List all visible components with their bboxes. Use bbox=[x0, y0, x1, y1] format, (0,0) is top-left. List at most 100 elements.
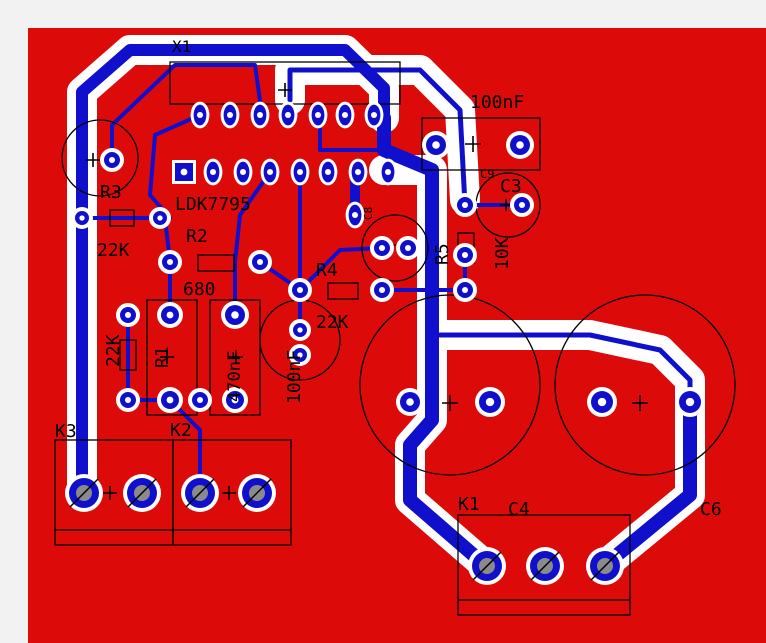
r1-label: R1 bbox=[152, 346, 173, 368]
u1-pad-7 bbox=[348, 158, 368, 186]
c4-label: C4 bbox=[508, 499, 530, 520]
x1-pad-7 bbox=[364, 101, 384, 129]
u1-label: LDK7795 bbox=[175, 194, 251, 215]
c5-value-label: 470nF bbox=[225, 351, 245, 402]
r5-pad-2 bbox=[453, 278, 477, 302]
k2-terminal-2 bbox=[238, 474, 276, 512]
r5-value-label: 10K bbox=[492, 237, 513, 270]
c4-pad-1 bbox=[396, 388, 424, 416]
c6-label: C6 bbox=[700, 499, 722, 520]
c3-pad-2 bbox=[510, 193, 534, 217]
c-100nf-label: 100nF bbox=[284, 350, 305, 404]
c-left-pad-1 bbox=[100, 148, 124, 172]
r1-body bbox=[119, 339, 137, 371]
c5-pad-2 bbox=[222, 387, 248, 413]
trace-r4-c8 bbox=[298, 246, 384, 292]
r5-pad-1 bbox=[453, 243, 477, 267]
trace-k3-to-x1 bbox=[76, 44, 390, 499]
trace-u1-c5 bbox=[233, 170, 272, 317]
r3-pad-1 bbox=[71, 207, 93, 229]
r1-pad-2 bbox=[116, 388, 140, 412]
c4-pad-2 bbox=[475, 387, 505, 417]
r1-plus-mark bbox=[160, 350, 174, 364]
c6-pad-1 bbox=[587, 387, 617, 417]
r4-value-label: 22K bbox=[316, 312, 349, 333]
c9-label: C9 bbox=[480, 167, 494, 181]
c6-outline bbox=[554, 294, 736, 476]
r4-pad-1 bbox=[288, 278, 312, 302]
c-left-outline bbox=[61, 119, 139, 197]
r3-value-label: 22K bbox=[97, 240, 130, 261]
c8-label: C8 bbox=[362, 207, 375, 220]
k3-terminal-2 bbox=[123, 474, 161, 512]
k1-label: K1 bbox=[458, 494, 480, 515]
r1-top-pad bbox=[157, 302, 183, 328]
c3-label: C3 bbox=[500, 176, 522, 197]
trace-gnd-loop bbox=[437, 332, 693, 403]
r2-body bbox=[197, 254, 235, 272]
k2-terminal-1 bbox=[181, 474, 219, 512]
r4-pad-2 bbox=[370, 278, 394, 302]
silkscreen-labels: X1 100nF C9 C3 C8 R3 22K LDK7795 R2 680 … bbox=[55, 37, 722, 520]
u1-pad-2 bbox=[203, 158, 223, 186]
c9-value-label: 100nF bbox=[470, 92, 524, 113]
x1-pad-3 bbox=[250, 101, 270, 129]
r2-pad-2 bbox=[248, 250, 272, 274]
c5-pad-3 bbox=[188, 388, 212, 412]
c9-pad-1 bbox=[422, 131, 450, 159]
r1-pad-1 bbox=[116, 303, 140, 327]
trace-x1-u1 bbox=[148, 113, 202, 220]
trace-x1-top bbox=[287, 67, 468, 208]
r4-body bbox=[327, 282, 359, 300]
x1-pad-5 bbox=[308, 101, 328, 129]
k1-terminal-2 bbox=[526, 547, 564, 585]
u1-pad-1 bbox=[172, 160, 196, 184]
k1-terminal-3 bbox=[586, 547, 624, 585]
x1-pad-1 bbox=[190, 101, 210, 129]
r1-bottom-pad bbox=[157, 387, 183, 413]
r3-body bbox=[109, 209, 135, 227]
trace-r3 bbox=[110, 63, 264, 162]
r2-label: R2 bbox=[186, 226, 208, 247]
u1-pad-4 bbox=[260, 158, 280, 186]
k3-clamp-mark bbox=[103, 486, 117, 500]
c5-outline bbox=[209, 299, 261, 416]
r4-label: R4 bbox=[316, 260, 338, 281]
trace-c6-to-k1 bbox=[598, 393, 697, 572]
r1-value-label: 22K bbox=[103, 334, 124, 367]
r3-pad-2 bbox=[149, 207, 171, 229]
x1-pad-4 bbox=[278, 101, 298, 129]
c100-pad-1 bbox=[289, 319, 311, 341]
x1-pad-2 bbox=[220, 101, 240, 129]
pads bbox=[65, 101, 705, 585]
c5-pad-1 bbox=[221, 301, 249, 329]
k2-outline bbox=[172, 439, 292, 546]
u1-pad-5 bbox=[290, 158, 310, 186]
c-left-plus-mark bbox=[86, 153, 100, 167]
r3-label: R3 bbox=[100, 182, 122, 203]
x1-plus-mark bbox=[278, 83, 292, 97]
c9-outline bbox=[421, 117, 541, 171]
r2-value-label: 680 bbox=[183, 279, 216, 300]
c9-pad-2 bbox=[506, 131, 534, 159]
k2-clamp-mark bbox=[222, 486, 236, 500]
c8-pad-2 bbox=[396, 236, 420, 260]
k1-terminal-1 bbox=[468, 547, 506, 585]
u1-pad-8 bbox=[378, 158, 398, 186]
x1-pad-6 bbox=[335, 101, 355, 129]
c3-pad-1 bbox=[453, 193, 477, 217]
r2-pad-1 bbox=[158, 250, 182, 274]
k3-terminal-1 bbox=[65, 474, 103, 512]
r1-outline bbox=[146, 299, 198, 416]
k3-label: K3 bbox=[55, 421, 77, 442]
c100-pad-2 bbox=[289, 344, 311, 366]
c4-outline bbox=[359, 294, 541, 476]
c6-plus-mark bbox=[632, 395, 648, 411]
k1-outline bbox=[457, 514, 631, 616]
r5-label: R5 bbox=[432, 243, 453, 265]
c9-plus-mark bbox=[465, 136, 481, 152]
u1-pad-3 bbox=[233, 158, 253, 186]
k2-label: K2 bbox=[170, 420, 192, 441]
u1-pad-tab bbox=[345, 201, 365, 229]
